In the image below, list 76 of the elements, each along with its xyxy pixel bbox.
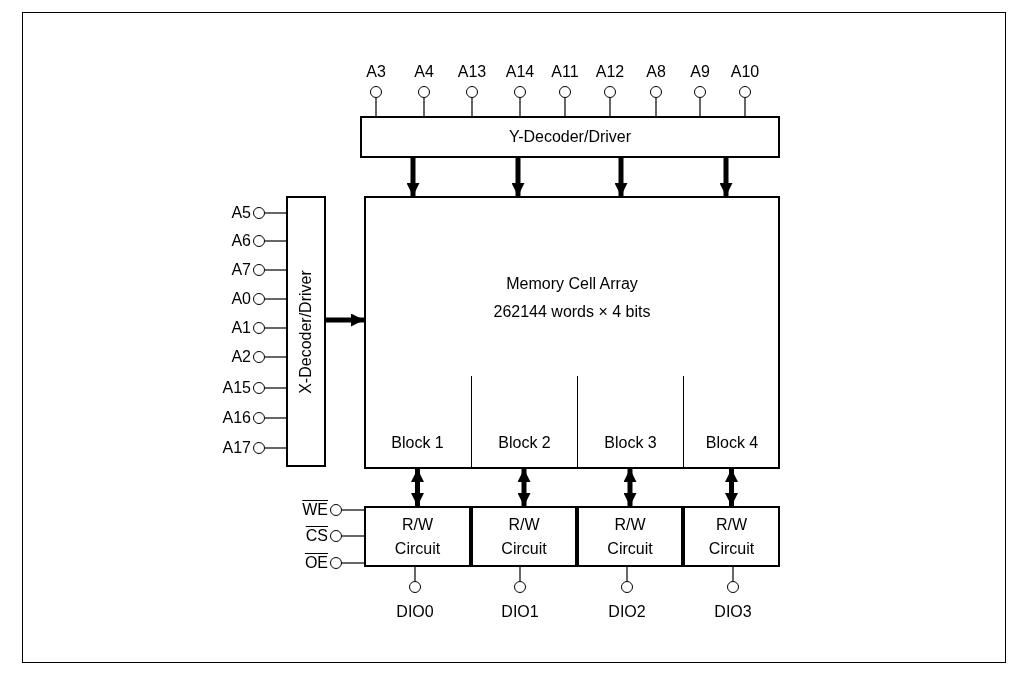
pin-label: DIO2 [607, 602, 647, 622]
pin-line [341, 562, 365, 564]
memory-array-box [364, 196, 780, 469]
pin-line [564, 97, 566, 117]
pin-label: A8 [645, 62, 667, 82]
decoder-box [360, 116, 780, 158]
pin-label: A10 [729, 62, 761, 82]
pin-line [264, 298, 287, 300]
pin-label: DIO1 [500, 602, 540, 622]
pin-line [264, 327, 287, 329]
pin-label: A4 [413, 62, 435, 82]
block-label: Block 4 [705, 433, 759, 453]
pin-line [341, 535, 365, 537]
pin-line [264, 387, 287, 389]
box-label: R/W Circuit [606, 514, 654, 559]
pin-label: A9 [689, 62, 711, 82]
pin-line [519, 97, 521, 117]
pin-label: A0 [231, 289, 251, 309]
pin-line [519, 566, 521, 582]
pin-label: A17 [222, 438, 251, 458]
pin-line [732, 566, 734, 582]
pin-label: OE [304, 553, 328, 573]
decoder-box [286, 196, 326, 467]
block-label: Block 2 [498, 433, 551, 453]
pin-line [264, 269, 287, 271]
circuit-box [683, 506, 780, 567]
pin-line [264, 356, 287, 358]
circuit-box [364, 506, 471, 567]
pin-line [341, 509, 365, 511]
pin-line [264, 447, 287, 449]
arrow [406, 158, 420, 196]
arrow [725, 469, 738, 506]
pin-label: DIO0 [395, 602, 435, 622]
box-label: R/W Circuit [393, 514, 442, 559]
box-label: R/W Circuit [500, 514, 548, 559]
pin-label: A16 [222, 408, 251, 428]
arrow [326, 313, 364, 327]
pin-line [423, 97, 425, 117]
pin-label: A14 [504, 62, 536, 82]
pin-line [655, 97, 657, 117]
box-label: R/W Circuit [707, 514, 756, 559]
pin-label: DIO3 [713, 602, 753, 622]
circuit-box [471, 506, 577, 567]
block-label: Block 1 [391, 433, 444, 453]
pin-label: A3 [365, 62, 387, 82]
pin-label: A5 [231, 203, 251, 223]
pin-label: A12 [594, 62, 626, 82]
pin-line [626, 566, 628, 582]
pin-line [699, 97, 701, 117]
arrow [511, 158, 525, 196]
pin-label: A1 [231, 318, 251, 338]
pin-label: CS [305, 526, 328, 546]
pin-label: A6 [231, 231, 251, 251]
pin-line [471, 97, 473, 117]
pin-line [264, 212, 287, 214]
arrow [517, 469, 531, 506]
pin-label: A7 [231, 260, 251, 280]
circuit-box [577, 506, 683, 567]
pin-line [375, 97, 377, 117]
arrow [614, 158, 628, 196]
pin-label: WE [302, 500, 328, 520]
block-label: Block 3 [604, 433, 657, 453]
pin-line [744, 97, 746, 117]
pin-line [414, 566, 416, 582]
pin-label: A2 [231, 347, 251, 367]
pin-label: A13 [456, 62, 488, 82]
pin-line [264, 417, 287, 419]
pin-line [264, 240, 287, 242]
pin-label: A11 [550, 62, 580, 82]
arrow [623, 469, 637, 506]
box-label: Y-Decoder/Driver [508, 127, 632, 147]
pin-label: A15 [222, 378, 251, 398]
arrow [411, 469, 424, 506]
arrow [719, 158, 733, 196]
pin-line [609, 97, 611, 117]
box-label: X-Decoder/Driver [296, 269, 315, 394]
